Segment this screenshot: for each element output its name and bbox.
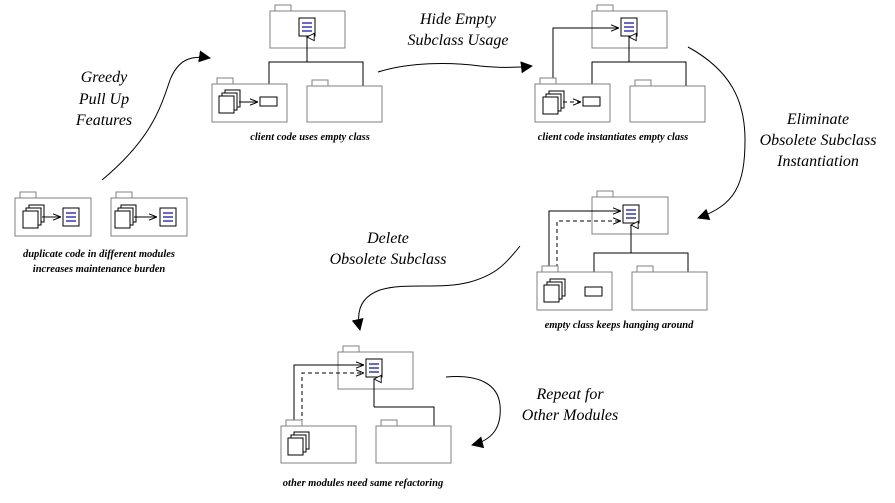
step-label-hide-2: Subclass Usage: [408, 32, 509, 49]
dependency-arrow-icon: [301, 373, 364, 437]
caption-uses-empty: client code uses empty class: [250, 132, 370, 143]
step-label-eliminate-2: Obsolete Subclass: [760, 132, 877, 149]
empty-class-icon: [259, 96, 278, 107]
step-label-eliminate-1: Eliminate: [786, 111, 849, 128]
package-icon: [629, 79, 706, 123]
client-code-stack-icon: [218, 89, 241, 114]
class-icon: [159, 207, 177, 227]
package-icon: [306, 79, 383, 123]
step-label-repeat-1: Repeat for: [535, 386, 604, 403]
flow-arrow-icon: [377, 61, 533, 74]
flow-arrow-icon: [687, 46, 746, 221]
stage-empty-class-hanging: empty class keeps hanging around: [536, 190, 708, 331]
step-label-hide-1: Hide Empty: [419, 11, 497, 28]
step-label-greedy-2: Pull Up: [78, 91, 129, 108]
empty-class-icon: [584, 286, 603, 297]
class-icon: [298, 17, 316, 37]
client-code-stack-icon: [542, 90, 565, 115]
step-label-greedy-1: Greedy: [81, 69, 128, 86]
package-icon: [631, 265, 708, 311]
stage-uses-empty-class: client code uses empty class: [211, 4, 383, 143]
step-label-repeat-2: Other Modules: [522, 407, 618, 424]
class-icon: [62, 207, 80, 227]
stage-duplicate-code: duplicate code in different modules incr…: [14, 191, 188, 275]
dependency-arrow-icon: [552, 28, 619, 94]
class-icon: [365, 358, 383, 378]
caption-instantiates-empty: client code instantiates empty class: [538, 132, 689, 143]
step-label-delete-1: Delete: [366, 230, 409, 247]
step-label-delete-2: Obsolete Subclass: [330, 251, 447, 268]
dependency-arrow-icon: [293, 365, 364, 437]
dependency-arrow-icon: [548, 211, 621, 282]
stage-other-modules: other modules need same refactoring: [280, 345, 452, 489]
class-icon: [620, 17, 638, 37]
package-icon: [337, 345, 414, 390]
flow-arrow-icon: [445, 376, 501, 449]
caption-duplicate-line-1: duplicate code in different modules: [23, 249, 175, 260]
empty-class-icon: [582, 96, 601, 107]
client-code-stack-icon: [287, 431, 310, 456]
client-code-stack-icon: [22, 204, 45, 229]
caption-duplicate-line-2: increases maintenance burden: [33, 264, 166, 275]
step-label-eliminate-3: Instantiation: [776, 153, 859, 170]
class-icon: [622, 204, 640, 224]
flow-arrow-icon: [101, 50, 211, 181]
step-label-greedy-3: Features: [75, 112, 132, 129]
client-code-stack-icon: [543, 278, 566, 303]
caption-hanging-around: empty class keeps hanging around: [545, 320, 695, 331]
package-icon: [375, 419, 452, 464]
stage-instantiates-empty-class: client code instantiates empty class: [534, 4, 706, 143]
caption-same-refactoring: other modules need same refactoring: [283, 478, 443, 489]
flow-arrow-icon: [351, 245, 521, 331]
client-code-stack-icon: [114, 204, 137, 229]
